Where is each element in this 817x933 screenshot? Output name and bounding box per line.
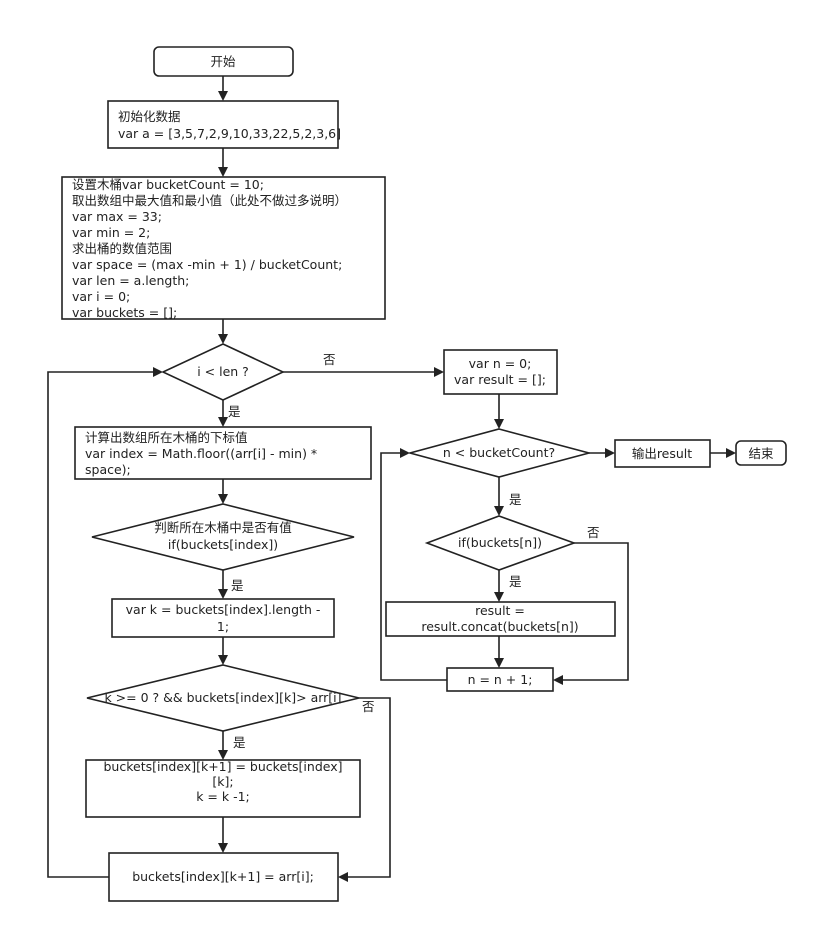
arrowhead — [153, 367, 163, 377]
arrowhead — [218, 167, 228, 177]
edge-assign-loop-back — [47, 371, 155, 878]
shift-line-1: buckets[index][k+1] = buckets[index] — [104, 759, 343, 774]
arrowhead — [400, 448, 410, 458]
concat-line-2: result.concat(buckets[n]) — [421, 619, 578, 634]
arrowhead — [434, 367, 444, 377]
label-no-loop-i: 否 — [323, 352, 336, 367]
setup-line-9: var buckets = []; — [72, 305, 177, 320]
start-label: 开始 — [210, 54, 236, 69]
init-n-box — [443, 349, 558, 395]
setup-line-8: var i = 0; — [72, 289, 130, 304]
label-no-check-n: 否 — [587, 525, 600, 540]
assign-box — [108, 852, 339, 902]
output-label: 输出result — [632, 446, 692, 461]
edge-checkn-no — [561, 542, 629, 681]
setup-line-6: var space = (max -min + 1) / bucketCount… — [72, 257, 342, 272]
label-yes-loop-k: 是 — [233, 735, 246, 750]
setup-line-4: var min = 2; — [72, 225, 150, 240]
arrowhead — [218, 417, 228, 427]
init-n-line-1: var n = 0; — [469, 356, 532, 371]
arrowhead — [605, 448, 615, 458]
shift-line-3: k = k -1; — [196, 789, 250, 804]
set-k-line-1: var k = buckets[index].length - — [126, 602, 321, 617]
increment-label: n = n + 1; — [468, 672, 533, 687]
arrowhead — [218, 750, 228, 760]
check-n-label: if(buckets[n]) — [458, 535, 542, 550]
edge-increment-loop-back — [380, 452, 447, 681]
shift-box — [85, 759, 361, 818]
concat-box — [385, 601, 616, 637]
label-yes-check-n: 是 — [509, 574, 522, 589]
setup-line-1: 设置木桶var bucketCount = 10; — [72, 177, 264, 192]
set-k-line-2: 1; — [217, 619, 229, 634]
setup-line-5: 求出桶的数值范围 — [72, 241, 172, 256]
check-bucket-line-2: if(buckets[index]) — [168, 537, 278, 552]
assign-label: buckets[index][k+1] = arr[i]; — [132, 869, 314, 884]
label-yes-loop-n: 是 — [509, 492, 522, 507]
loop-k-label: k >= 0 ? && buckets[index][k]> arr[i] — [104, 690, 341, 705]
arrowhead — [338, 872, 348, 882]
arrowhead — [218, 494, 228, 504]
setup-line-3: var max = 33; — [72, 209, 162, 224]
set-k-box — [111, 598, 335, 638]
init-data-box — [107, 100, 339, 149]
check-bucket-line-1: 判断所在木桶中是否有值 — [154, 520, 292, 535]
init-line-2: var a = [3,5,7,2,9,10,33,22,5,2,3,6] — [118, 126, 341, 141]
loop-i-label: i < len ? — [197, 364, 249, 379]
arrowhead — [553, 675, 563, 685]
edge-loopk-no — [346, 697, 391, 878]
arrowhead — [218, 589, 228, 599]
calc-line-3: space); — [85, 462, 131, 477]
arrowhead — [726, 448, 736, 458]
arrowhead — [494, 592, 504, 602]
setup-line-2: 取出数组中最大值和最小值（此处不做过多说明） — [72, 193, 347, 208]
label-no-loop-k: 否 — [362, 699, 375, 714]
shift-line-2: [k]; — [212, 774, 233, 789]
arrowhead — [218, 655, 228, 665]
setup-box — [61, 176, 386, 320]
loop-n-label: n < bucketCount? — [443, 445, 555, 460]
concat-line-1: result = — [475, 603, 525, 618]
arrowhead — [218, 843, 228, 853]
arrowhead — [494, 506, 504, 516]
arrowhead — [218, 91, 228, 101]
calc-index-box — [74, 426, 372, 480]
calc-line-2: var index = Math.floor((arr[i] - min) * — [85, 446, 317, 461]
calc-line-1: 计算出数组所在木桶的下标值 — [85, 430, 248, 445]
arrowhead — [494, 658, 504, 668]
arrowhead — [494, 419, 504, 429]
arrowhead — [218, 334, 228, 344]
label-yes-check-bucket: 是 — [231, 578, 244, 593]
setup-line-7: var len = a.length; — [72, 273, 189, 288]
label-yes-loop-i: 是 — [228, 404, 241, 419]
init-n-line-2: var result = []; — [454, 372, 546, 387]
init-line-1: 初始化数据 — [118, 109, 181, 124]
end-label: 结束 — [748, 446, 774, 461]
